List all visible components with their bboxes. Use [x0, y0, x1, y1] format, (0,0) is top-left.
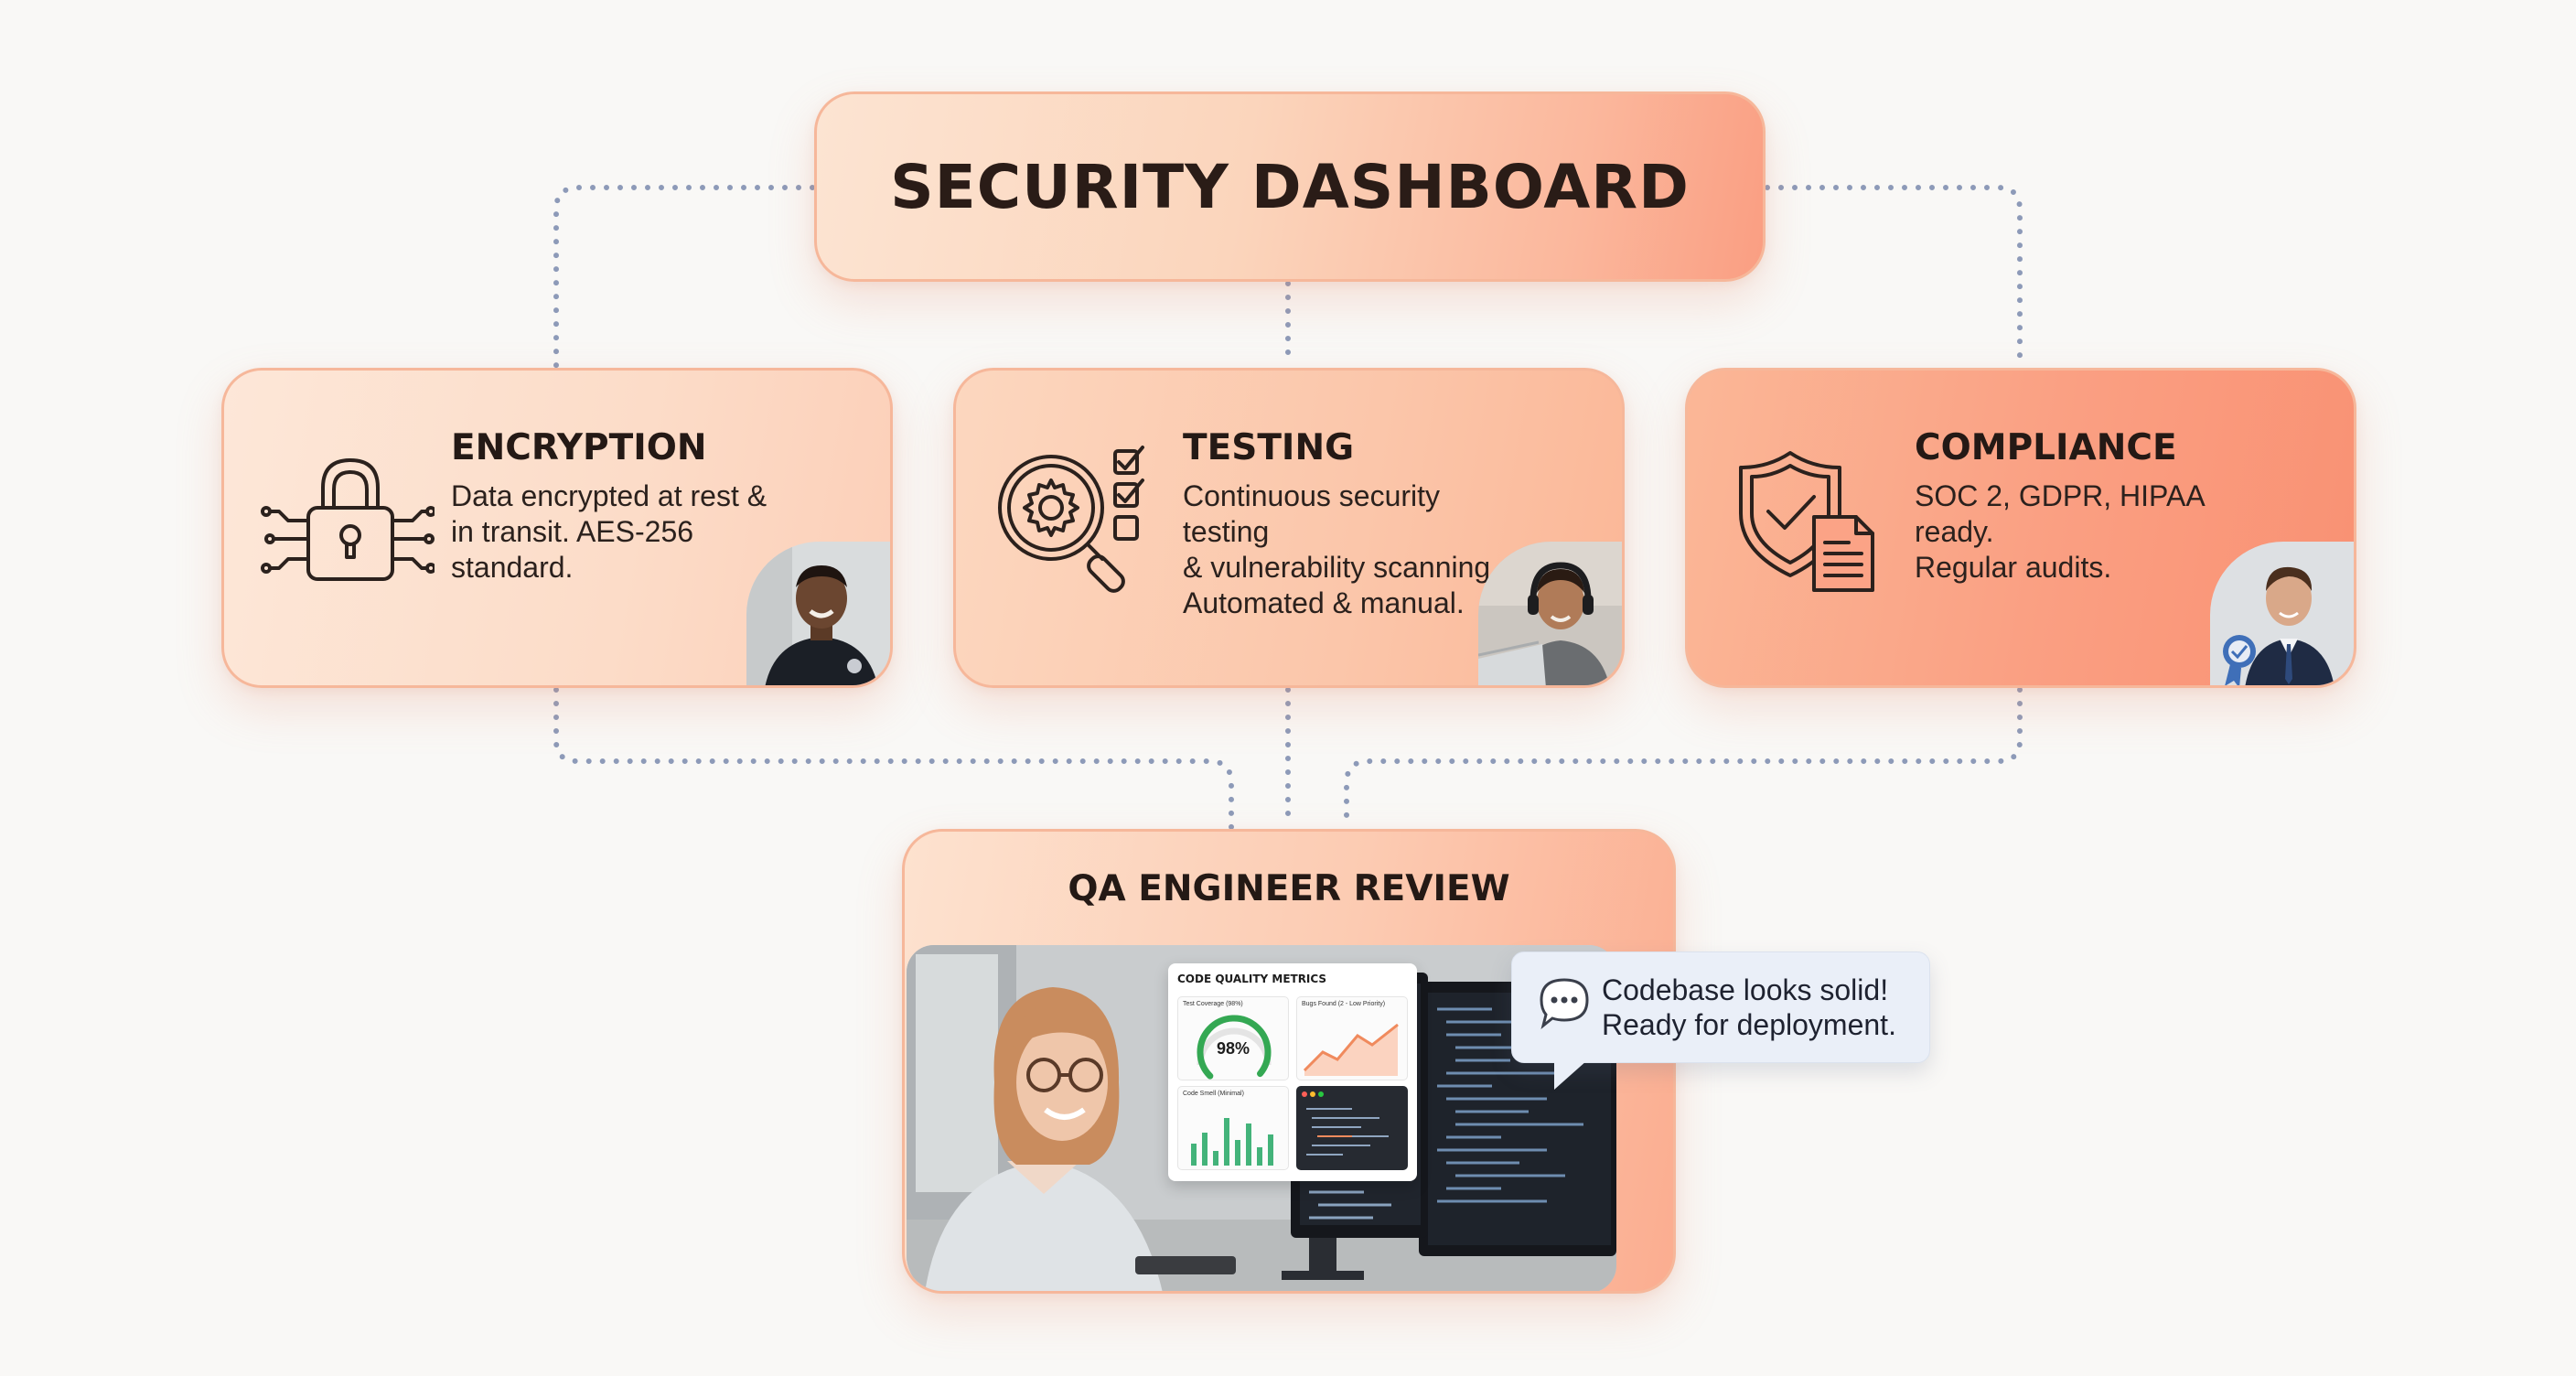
person-avatar	[2210, 542, 2354, 685]
code-editor-panel	[1296, 1086, 1408, 1170]
connector-compliance-to-review	[1344, 687, 2023, 830]
bugs-found-panel: Bugs Found (2 - Low Priority)	[1296, 996, 1408, 1080]
test-coverage-label: Test Coverage (98%)	[1183, 1001, 1243, 1007]
code-smell-panel: Code Smell (Minimal)	[1177, 1086, 1289, 1170]
qa-review-box: QA ENGINEER REVIEW	[902, 829, 1676, 1294]
connector-title-to-encryption	[553, 185, 815, 369]
chat-ellipsis-icon	[1536, 974, 1593, 1031]
title-box: SECURITY DASHBOARD	[814, 91, 1766, 282]
connector-encryption-to-review	[553, 687, 1234, 830]
person-avatar	[1478, 542, 1622, 685]
review-title: QA ENGINEER REVIEW	[1068, 868, 1510, 909]
speech-bubble: Codebase looks solid! Ready for deployme…	[1511, 951, 1930, 1090]
card-title: ENCRYPTION	[451, 427, 707, 468]
test-coverage-panel: Test Coverage (98%) 98%	[1177, 996, 1289, 1080]
code-quality-metrics-panel: CODE QUALITY METRICS Test Coverage (98%)…	[1168, 963, 1417, 1181]
person-avatar	[746, 542, 890, 685]
connector-title-to-compliance	[1765, 185, 2023, 369]
card-description: SOC 2, GDPR, HIPAA ready. Regular audits…	[1915, 479, 2204, 584]
card-encryption: ENCRYPTION Data encrypted at rest & in t…	[221, 368, 893, 688]
card-testing: TESTING Continuous security testing & vu…	[953, 368, 1625, 688]
card-title: TESTING	[1183, 427, 1355, 468]
metrics-title: CODE QUALITY METRICS	[1177, 973, 1327, 985]
bubble-text: Codebase looks solid! Ready for deployme…	[1602, 973, 1896, 1041]
test-coverage-gauge-arc	[1197, 1015, 1272, 1080]
card-title: COMPLIANCE	[1915, 427, 2177, 468]
diagram-title: SECURITY DASHBOARD	[890, 151, 1690, 222]
bugs-found-label: Bugs Found (2 - Low Priority)	[1302, 1001, 1386, 1007]
shield-document-icon	[1724, 444, 1898, 599]
padlock-circuit-icon	[261, 444, 436, 599]
card-description: Data encrypted at rest & in transit. AES…	[451, 479, 767, 584]
card-compliance: COMPLIANCE SOC 2, GDPR, HIPAA ready. Reg…	[1685, 368, 2356, 688]
test-coverage-value: 98%	[1216, 1039, 1250, 1058]
qa-engineer-photo: CODE QUALITY METRICS Test Coverage (98%)…	[907, 945, 1616, 1291]
card-description: Continuous security testing & vulnerabil…	[1183, 479, 1499, 619]
bubble-tail	[1554, 1060, 1587, 1090]
code-smell-label: Code Smell (Minimal)	[1183, 1091, 1244, 1097]
magnifier-gear-checklist-icon	[993, 444, 1166, 599]
